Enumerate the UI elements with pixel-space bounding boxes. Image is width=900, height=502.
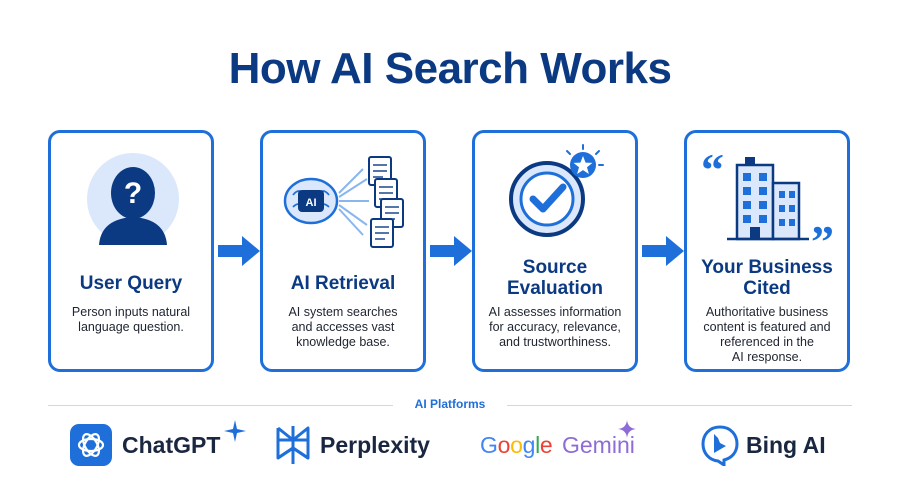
- platform-name: Perplexity: [320, 432, 430, 458]
- platform-google-gemini: Google Gemini: [480, 420, 670, 468]
- step-title: Your Business Cited: [701, 257, 833, 299]
- svg-text:?: ?: [124, 177, 142, 210]
- platform-perplexity: Perplexity: [274, 420, 444, 468]
- svg-text:AI: AI: [306, 197, 317, 209]
- flow-arrow-icon: [218, 236, 260, 266]
- step-description: Person inputs natural language question.: [71, 305, 191, 334]
- step-title: AI Retrieval: [290, 273, 396, 294]
- step-card-user-query: ? User Query Person inputs natural langu…: [48, 130, 214, 372]
- step-title: User Query: [79, 273, 183, 294]
- svg-text:”: ”: [811, 216, 834, 257]
- svg-text:“: “: [701, 144, 724, 195]
- user-question-icon: ?: [87, 153, 179, 245]
- step-card-source-evaluation: Source Evaluation AI assesses informatio…: [472, 130, 638, 372]
- platform-name: ChatGPT: [122, 432, 221, 458]
- step-card-ai-retrieval: AI AI Retrieval AI system searches and a…: [260, 130, 426, 372]
- chatgpt-logo-icon: [70, 424, 112, 466]
- step-description: Authoritative business content is featur…: [703, 305, 831, 364]
- platform-bing-ai: Bing AI: [700, 420, 850, 468]
- flow-arrow-icon: [642, 236, 684, 266]
- ai-brain-documents-icon: AI: [283, 156, 404, 248]
- platform-name-gemini: Gemini: [562, 432, 635, 458]
- step-description: AI system searches and accesses vast kno…: [288, 305, 398, 349]
- platform-chatgpt: ChatGPT: [70, 420, 250, 468]
- bing-logo-icon: [701, 425, 739, 466]
- flow-arrow-icon: [430, 236, 472, 266]
- perplexity-logo-icon: [276, 426, 310, 464]
- platforms-divider: AI Platforms: [48, 396, 852, 416]
- platforms-label: AI Platforms: [414, 397, 486, 411]
- step-title: Source Evaluation: [506, 257, 604, 299]
- checkmark-badge-icon: [509, 144, 604, 237]
- sparkle-icon: [224, 420, 246, 442]
- office-building-quote-icon: “ ”: [701, 144, 834, 257]
- page-title: How AI Search Works: [228, 44, 672, 93]
- platform-name-google: Google: [480, 432, 553, 458]
- step-description: AI assesses information for accuracy, re…: [488, 305, 622, 349]
- gemini-sparkle-icon: [618, 420, 636, 438]
- platform-name: Bing AI: [746, 432, 826, 458]
- step-card-business-cited: “ ” Your Business Cited Authoritative bu…: [684, 130, 850, 372]
